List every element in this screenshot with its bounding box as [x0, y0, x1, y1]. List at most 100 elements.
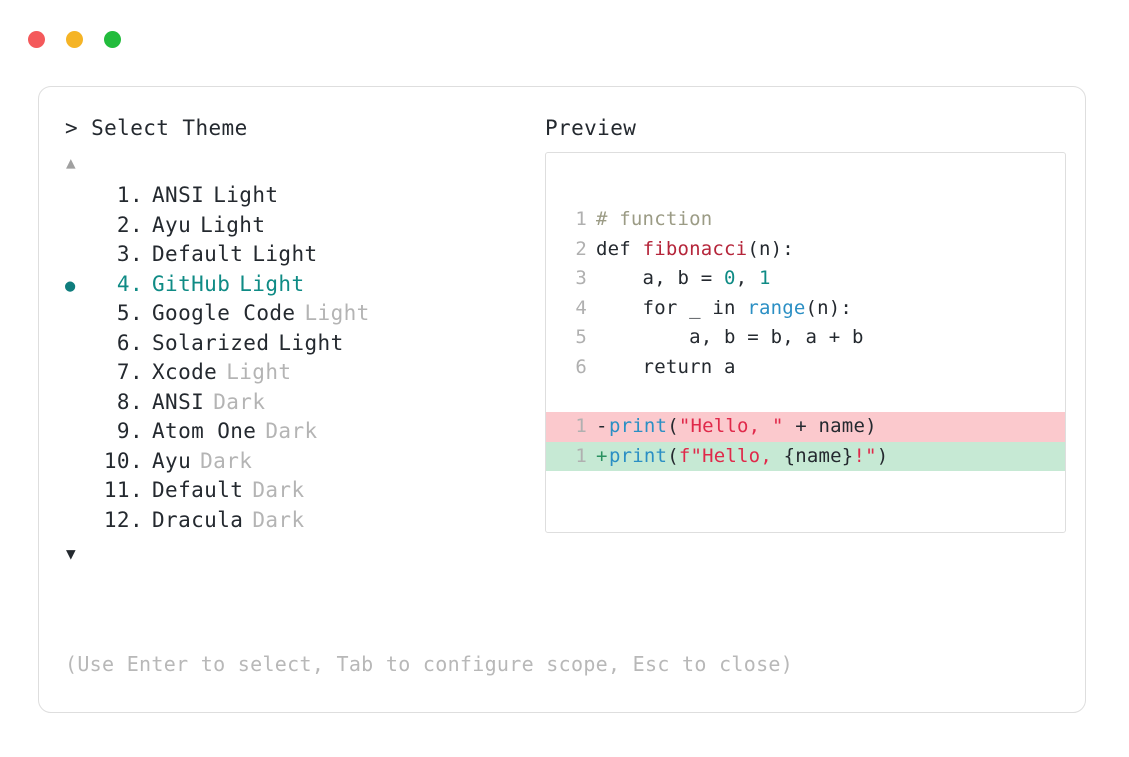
theme-item-number: 2.: [116, 212, 143, 237]
diff-line-number: 1: [575, 444, 587, 467]
code-token: + name): [783, 415, 877, 438]
theme-item-number: 4.: [116, 271, 143, 296]
maximize-window-button[interactable]: [104, 31, 121, 48]
theme-item-variant: Dark: [213, 389, 266, 414]
preview-label: Preview: [545, 116, 637, 140]
diff-added-line: 1+print(f"Hello, {name}!"): [546, 441, 1065, 472]
theme-item-variant: Dark: [252, 478, 305, 502]
bullet-placeholder: [65, 478, 97, 508]
bullet-placeholder: [65, 449, 97, 479]
theme-item-variant: Light: [226, 360, 292, 384]
theme-item-number: 5.: [116, 301, 143, 325]
theme-item-name: Ayu: [152, 212, 192, 237]
theme-item-variant: Light: [252, 242, 318, 266]
code-token: for _ in: [596, 296, 748, 319]
diff-sample: 1-print("Hello, " + name)1 +print (f"Hello…: [546, 412, 1065, 472]
page-title: > Select Theme: [65, 113, 545, 143]
diff-removed-line: 1-print("Hello, " + name): [546, 412, 1065, 442]
theme-item-name: Atom One: [152, 419, 257, 443]
code-token: range: [747, 296, 806, 319]
keyboard-hint: (Use Enter to select, Tab to configure s…: [65, 652, 794, 676]
code-token: 0: [724, 267, 736, 290]
diff-plus-icon: +: [596, 444, 608, 467]
theme-item-variant: Light: [213, 183, 279, 207]
diff-line-number: 1: [575, 415, 587, 438]
prompt-caret-icon: >: [65, 116, 79, 140]
theme-item-variant: Light: [278, 330, 344, 355]
code-line: 5 a, b = b, a + b: [546, 323, 1065, 353]
code-line: 3 a, b = 0, 1: [546, 264, 1065, 294]
code-token: a, b = b, a + b: [596, 326, 864, 349]
code-line: 1 # function: [546, 205, 1065, 235]
code-line-text: return a: [587, 353, 736, 383]
code-line-text: # function: [587, 205, 712, 235]
code-line: 4 for _ in range(n):: [546, 294, 1065, 324]
theme-list-item[interactable]: 8. ANSI Dark: [65, 390, 545, 420]
scroll-down-arrow-icon[interactable]: ▼: [66, 544, 76, 563]
bullet-placeholder: [65, 301, 97, 331]
code-token: return a: [596, 355, 736, 378]
code-token: fibonacci: [642, 237, 748, 260]
code-token: f"Hello,: [678, 444, 784, 467]
code-line-number: 1: [575, 208, 587, 230]
code-line-text: a, b = b, a + b: [587, 323, 864, 353]
theme-item-name: ANSI: [152, 389, 205, 414]
code-line-number: 4: [575, 296, 587, 319]
code-token: # function: [596, 208, 713, 230]
code-line-text: def fibonacci(n):: [587, 235, 794, 265]
code-token: (n):: [747, 237, 794, 260]
code-token: "Hello, ": [678, 415, 784, 438]
diff-line-text: print("Hello, " + name): [609, 412, 877, 442]
theme-item-name: GitHub: [152, 271, 231, 296]
bullet-placeholder: [65, 183, 97, 213]
theme-item-name: Google Code: [152, 301, 296, 325]
bullet-placeholder: [65, 508, 97, 538]
theme-item-number: 9.: [116, 419, 143, 443]
bullet-placeholder: [65, 331, 97, 361]
code-token: 1: [758, 267, 771, 290]
code-token: !": [853, 444, 877, 467]
code-token: ,: [735, 267, 759, 290]
theme-item-variant: Light: [239, 271, 305, 296]
theme-item-name: Default: [152, 242, 244, 266]
close-window-button[interactable]: [28, 31, 45, 48]
page-title-text: Select Theme: [91, 116, 248, 140]
scroll-up-arrow-icon[interactable]: ▲: [66, 153, 76, 172]
code-token: (: [667, 444, 679, 467]
code-line-number: 5: [575, 326, 587, 349]
code-line-text: for _ in range(n):: [587, 294, 852, 324]
minimize-window-button[interactable]: [66, 31, 83, 48]
bullet-placeholder: [65, 360, 97, 390]
theme-item-number: 7.: [116, 360, 143, 384]
code-token: ): [876, 444, 889, 467]
theme-item-variant: Dark: [265, 419, 318, 443]
code-token: def: [596, 237, 643, 260]
theme-item-number: 11.: [103, 478, 143, 502]
code-token: print: [609, 415, 668, 438]
theme-list-item[interactable]: 9. Atom One Dark: [65, 419, 545, 449]
theme-item-number: 1.: [116, 183, 143, 207]
theme-item-variant: Dark: [200, 448, 253, 473]
bullet-placeholder: [65, 213, 97, 243]
theme-item-number: 8.: [116, 389, 143, 414]
code-spacer: [546, 383, 1065, 413]
theme-item-variant: Dark: [252, 507, 305, 532]
